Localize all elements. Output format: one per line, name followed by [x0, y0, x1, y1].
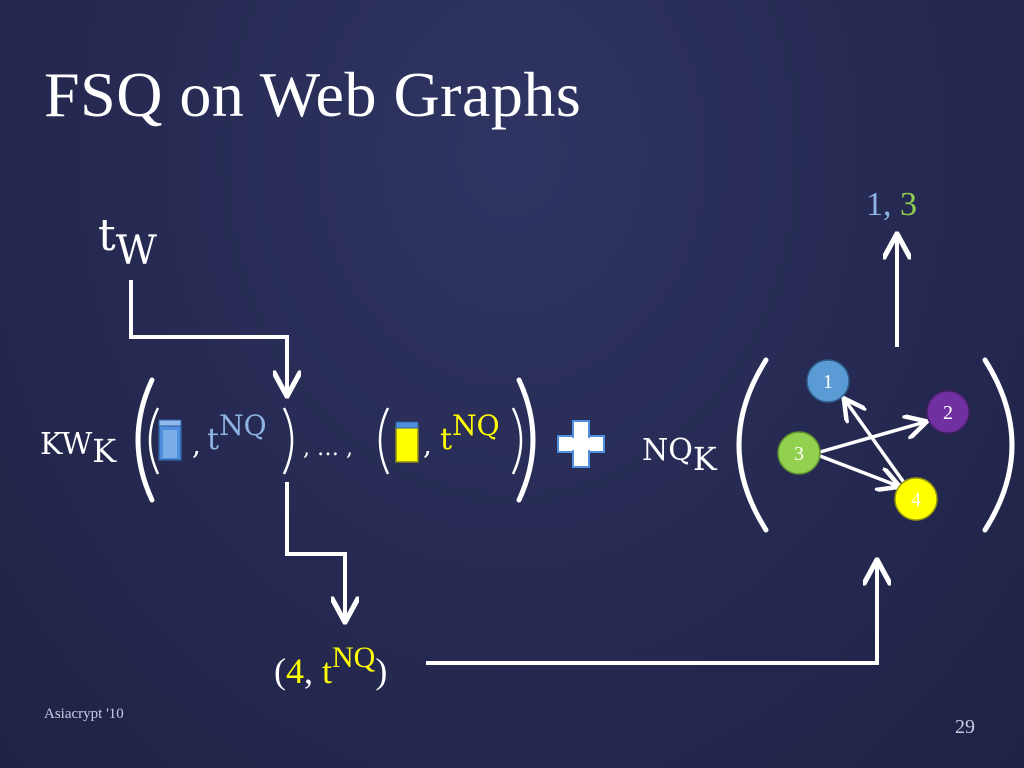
graph-edge-4-1	[845, 400, 907, 486]
arrow-tuple-to-result	[285, 482, 345, 620]
nq-main: NQ	[642, 433, 693, 468]
tuple-1-paren-right	[282, 407, 294, 475]
graph-edge-3-4	[819, 454, 898, 486]
tuple-1-tnq: tNQ	[207, 409, 267, 457]
tuple-n-paren-left	[378, 407, 390, 475]
nq-label: NQK	[642, 430, 717, 478]
tnq-sup: NQ	[452, 409, 500, 442]
page-number: 29	[955, 716, 975, 738]
document-icon-blue	[158, 419, 182, 461]
tnq-sup: NQ	[219, 409, 267, 442]
output-second: 3	[900, 186, 917, 223]
graph-node-1: 1	[806, 359, 850, 403]
footer-conference: Asiacrypt '10	[44, 706, 124, 722]
nq-paren-left	[736, 357, 769, 533]
token-main: t	[98, 210, 116, 261]
ellipsis: , … ,	[303, 436, 353, 461]
result-comma: ,	[304, 651, 313, 691]
tuple-1-comma: ,	[192, 428, 201, 461]
arrow-tw-to-tuple	[129, 280, 287, 394]
token-tw-label: tW	[98, 210, 157, 274]
token-sub: W	[115, 228, 157, 274]
graph-node-2-label: 2	[943, 402, 953, 424]
result-t: t	[322, 651, 333, 691]
tuple-n-comma: ,	[423, 428, 432, 461]
graph-node-2: 2	[926, 390, 970, 434]
result-close: )	[375, 651, 388, 691]
arrow-result-to-graph	[426, 562, 877, 665]
output-label: 1, 3	[866, 186, 917, 224]
output-comma: ,	[883, 186, 892, 223]
tnq-main: t	[207, 422, 220, 457]
nq-sub: K	[692, 440, 717, 478]
result-open: (	[274, 651, 286, 691]
kw-main: KW	[40, 427, 93, 462]
tuple-n-tnq: tNQ	[440, 409, 500, 457]
graph-node-4-label: 4	[911, 489, 921, 511]
graph-node-1-label: 1	[823, 371, 833, 393]
result-node: 4	[286, 651, 304, 691]
nq-paren-right	[982, 357, 1015, 533]
result-sup: NQ	[332, 641, 376, 674]
tuple-1-paren-left	[148, 407, 160, 475]
output-first: 1	[866, 186, 883, 223]
graph-node-3: 3	[777, 431, 821, 475]
kw-paren-right	[516, 377, 536, 503]
graph-node-3-label: 3	[794, 443, 804, 465]
document-icon-yellow	[395, 421, 419, 463]
kw-label: KWK	[40, 424, 116, 470]
result-tuple: (4, tNQ)	[274, 641, 388, 692]
slide-title: FSQ on Web Graphs	[44, 59, 582, 130]
plus-icon	[557, 420, 605, 468]
kw-paren-left	[135, 377, 155, 503]
tuple-n-paren-right	[511, 407, 523, 475]
kw-sub: K	[92, 432, 117, 470]
tnq-main: t	[440, 422, 453, 457]
graph-node-4: 4	[894, 477, 938, 521]
